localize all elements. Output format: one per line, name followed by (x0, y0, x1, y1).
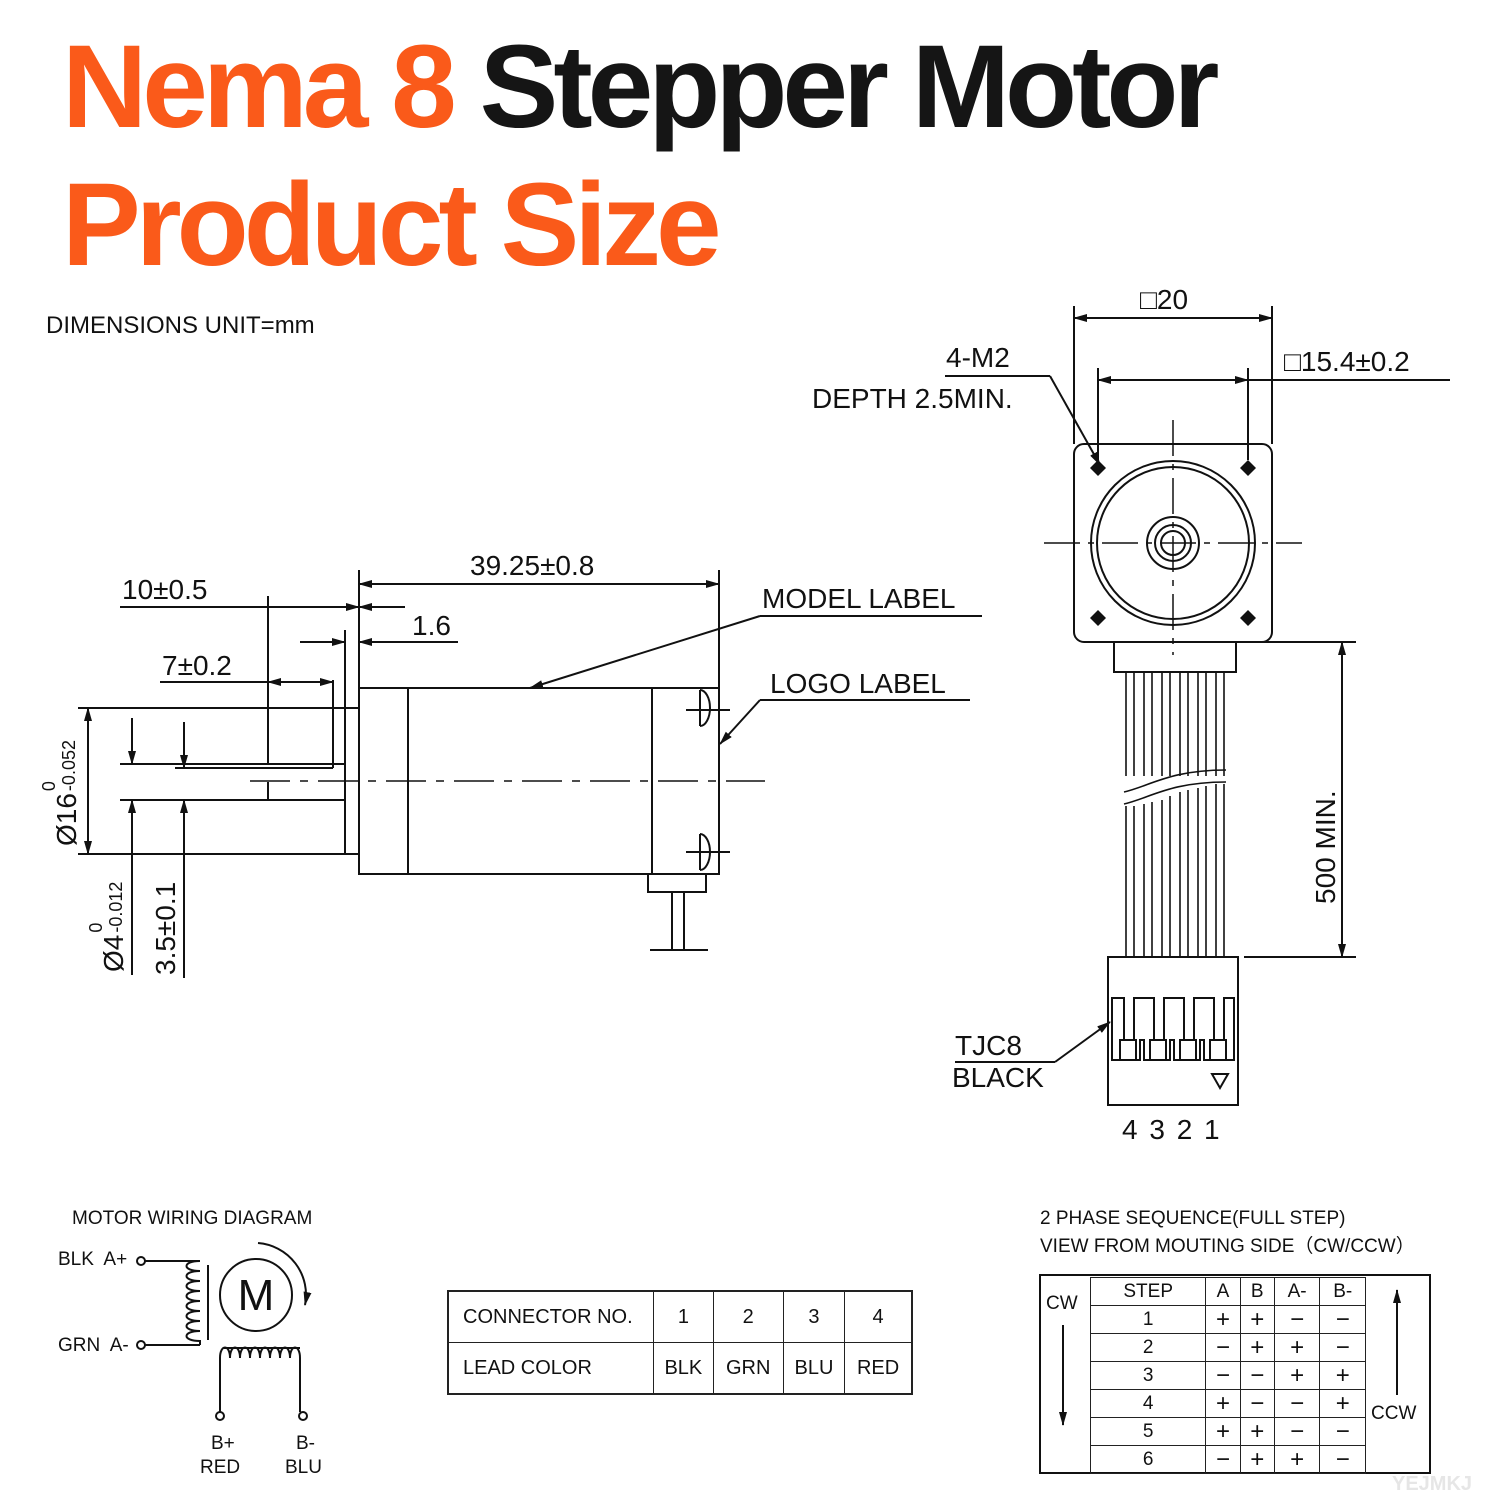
phase-state: − (1319, 1333, 1366, 1362)
phase-header-cell: A- (1273, 1277, 1321, 1306)
lead-color-cell: BLU (782, 1342, 846, 1395)
wire-a-plus: BLK A+ (58, 1249, 128, 1270)
connector-color-label: BLACK (952, 1062, 1044, 1093)
connector-body (1107, 956, 1239, 1106)
phase-step-row: 6 − + + − (1089, 1445, 1366, 1474)
phase-header-row: STEP A B A- B- (1089, 1277, 1366, 1306)
phase-state: + (1239, 1445, 1275, 1474)
phase-header-cell: B (1239, 1277, 1275, 1306)
title-nema8: Nema 8 (62, 21, 457, 153)
connector-table: CONNECTOR NO. 1 2 3 4 LEAD COLOR BLK GRN… (447, 1290, 913, 1395)
front-view (945, 306, 1450, 1106)
phase-title-line2: VIEW FROM MOUTING SIDE（CW/CCW） (1040, 1236, 1415, 1257)
title-stepper-motor: Stepper Motor (479, 21, 1220, 153)
phase-state: − (1205, 1361, 1241, 1390)
phase-header-cell: STEP (1089, 1277, 1207, 1306)
step-number: 4 (1089, 1389, 1207, 1418)
wiring-title: MOTOR WIRING DIAGRAM (72, 1208, 313, 1229)
connector-pin-numbers: 4 3 2 1 (1122, 1114, 1222, 1145)
units-note: DIMENSIONS UNIT=mm (46, 312, 315, 339)
phase-step-row: 4 + − − + (1089, 1389, 1366, 1418)
step-number: 2 (1089, 1333, 1207, 1362)
lead-length-label: 500 MIN. (1310, 790, 1341, 904)
motor-symbol-m: M (238, 1271, 275, 1320)
phase-state: + (1273, 1333, 1321, 1362)
wire-b-minus-color: BLU (285, 1457, 322, 1478)
phase-state: + (1205, 1389, 1241, 1418)
phase-sequence-table: STEP A B A- B- 1 + + − − 2 − + + − 3 − −… (1089, 1277, 1366, 1474)
wire-b-plus: B+ (211, 1433, 235, 1454)
connector-no-header: CONNECTOR NO. (447, 1290, 654, 1343)
phase-state: + (1239, 1305, 1275, 1334)
phase-state: − (1319, 1417, 1366, 1446)
connector-number-row: CONNECTOR NO. 1 2 3 4 (447, 1290, 913, 1343)
phase-state: − (1205, 1445, 1241, 1474)
wire-a-minus: GRN A- (58, 1335, 129, 1356)
phase-step-row: 1 + + − − (1089, 1305, 1366, 1334)
phase-state: + (1239, 1417, 1275, 1446)
phase-step-row: 3 − − + + (1089, 1361, 1366, 1390)
phase-state: + (1319, 1361, 1366, 1390)
motor-symbol-circle (219, 1258, 293, 1332)
model-label-callout: MODEL LABEL (762, 583, 956, 614)
lead-color-header: LEAD COLOR (447, 1342, 654, 1395)
connector-no-cell: 3 (782, 1290, 846, 1343)
phase-state: − (1239, 1361, 1275, 1390)
logo-label-callout: LOGO LABEL (770, 668, 946, 699)
lead-color-cell: RED (844, 1342, 913, 1395)
connector-no-cell: 1 (653, 1290, 714, 1343)
connector-no-cell: 2 (712, 1290, 784, 1343)
phase-state: − (1273, 1305, 1321, 1334)
phase-state: − (1319, 1445, 1366, 1474)
wire-b-plus-color: RED (200, 1457, 241, 1478)
phase-header-cell: A (1205, 1277, 1241, 1306)
flat-length-label: 7±0.2 (162, 650, 232, 681)
connector-no-cell: 4 (844, 1290, 913, 1343)
phase-state: − (1273, 1417, 1321, 1446)
hole-spacing-label: □15.4±0.2 (1284, 346, 1410, 377)
phase-state: + (1205, 1417, 1241, 1446)
step-number: 6 (1089, 1445, 1207, 1474)
hole-spec-line2: DEPTH 2.5MIN. (812, 383, 1013, 414)
phase-title-line1: 2 PHASE SEQUENCE(FULL STEP) (1040, 1208, 1346, 1229)
phase-state: + (1273, 1445, 1321, 1474)
body-length-label: 39.25±0.8 (470, 550, 595, 581)
lead-color-cell: BLK (653, 1342, 714, 1395)
connector-type-label: TJC8 (955, 1030, 1022, 1061)
phase-state: + (1273, 1361, 1321, 1390)
phase-state: + (1205, 1305, 1241, 1334)
step-number: 1 (1089, 1305, 1207, 1334)
lead-color-row: LEAD COLOR BLK GRN BLU RED (447, 1342, 913, 1395)
hole-spec-line1: 4-M2 (946, 342, 1010, 373)
step-number: 3 (1089, 1361, 1207, 1390)
side-view (78, 570, 982, 978)
boss-length-label: 1.6 (412, 610, 451, 641)
phase-state: − (1273, 1389, 1321, 1418)
watermark: YEJMKJ (1392, 1473, 1473, 1495)
phase-state: − (1239, 1389, 1275, 1418)
phase-state: + (1239, 1333, 1275, 1362)
phase-step-row: 2 − + + − (1089, 1333, 1366, 1362)
flat-depth-label: 3.5±0.1 (150, 881, 181, 975)
lead-color-cell: GRN (712, 1342, 784, 1395)
phase-step-row: 5 + + − − (1089, 1417, 1366, 1446)
wire-b-minus: B- (296, 1433, 315, 1454)
phase-header-cell: B- (1319, 1277, 1366, 1306)
page-title-line-2: Product Size (62, 159, 722, 291)
phase-state: − (1319, 1305, 1366, 1334)
wiring-diagram (136, 1242, 312, 1421)
ccw-label: CCW (1371, 1403, 1417, 1424)
phase-state: + (1319, 1389, 1366, 1418)
flange-width-label: □20 (1140, 284, 1189, 315)
phase-state: − (1205, 1333, 1241, 1362)
step-number: 5 (1089, 1417, 1207, 1446)
shaft-length-label: 10±0.5 (122, 574, 208, 605)
page-title-line-1: Nema 8 Stepper Motor (62, 28, 1219, 146)
cw-label: CW (1046, 1293, 1078, 1314)
